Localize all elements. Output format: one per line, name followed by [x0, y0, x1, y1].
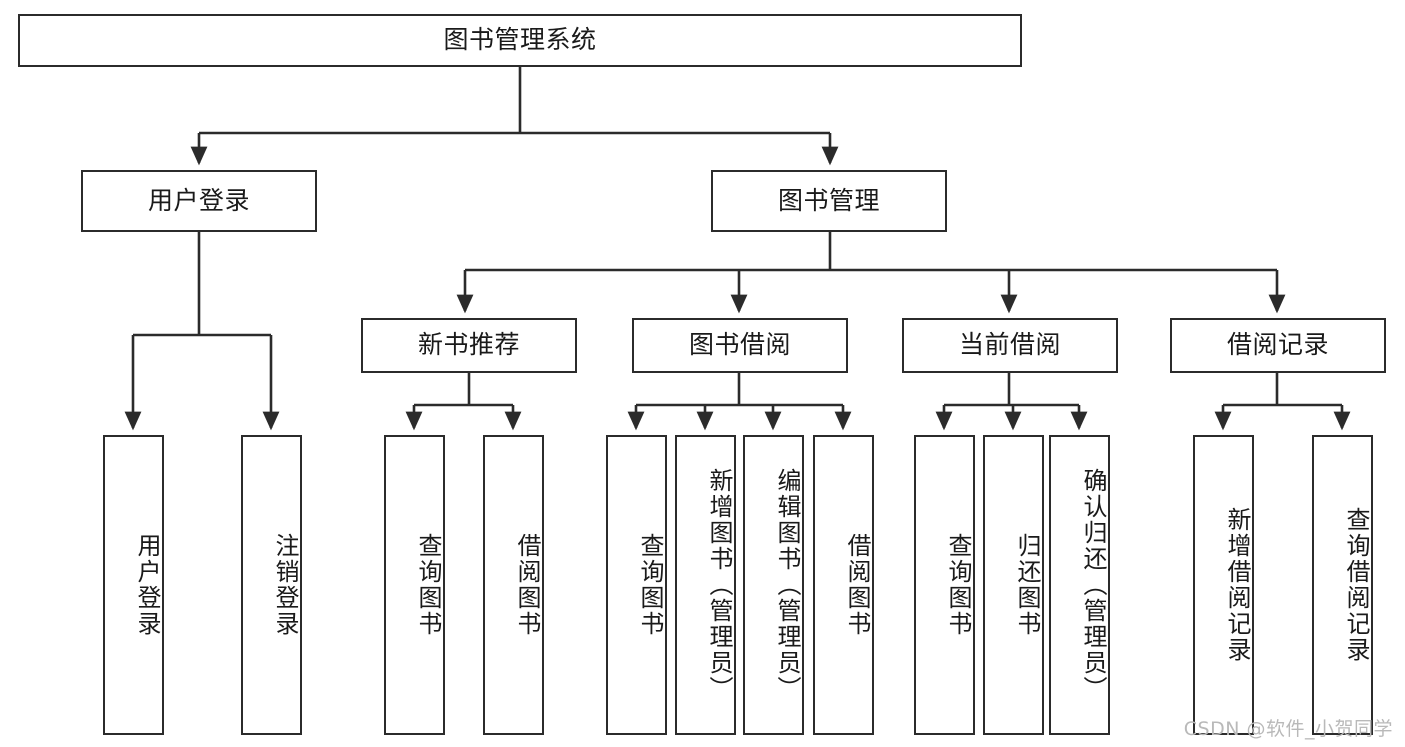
- node-leaf-add-borrow-record[interactable]: 新增借阅记录: [1193, 435, 1254, 735]
- node-label: 借阅图书: [843, 533, 871, 637]
- node-borrow-record[interactable]: 借阅记录: [1170, 318, 1386, 373]
- node-leaf-logout[interactable]: 注销登录: [241, 435, 302, 735]
- node-label: 归还图书: [1013, 533, 1041, 637]
- csdn-watermark: CSDN @软件_小贺同学: [1183, 718, 1393, 740]
- node-leaf-edit-book-admin[interactable]: 编辑图书（管理员）: [743, 435, 804, 735]
- node-label: 新增图书（管理员）: [705, 468, 733, 702]
- node-label: 新书推荐: [417, 330, 520, 360]
- node-label: 查询图书: [944, 533, 972, 637]
- node-leaf-confirm-return-admin[interactable]: 确认归还（管理员）: [1049, 435, 1110, 735]
- node-leaf-query-book-recommend[interactable]: 查询图书: [384, 435, 445, 735]
- node-new-book-recommend[interactable]: 新书推荐: [361, 318, 577, 373]
- node-label: 查询图书: [636, 533, 664, 637]
- node-label: 用户登录: [147, 185, 250, 215]
- node-label: 图书管理: [777, 185, 880, 215]
- node-label: 查询借阅记录: [1342, 507, 1370, 663]
- node-label: 新增借阅记录: [1223, 507, 1251, 663]
- node-leaf-query-book-borrow[interactable]: 查询图书: [606, 435, 667, 735]
- node-label: 当前借阅: [958, 330, 1061, 360]
- node-label: 编辑图书（管理员）: [773, 468, 801, 702]
- node-label: 借阅记录: [1226, 330, 1329, 360]
- node-label: 注销登录: [271, 533, 299, 637]
- node-current-borrow[interactable]: 当前借阅: [902, 318, 1118, 373]
- node-leaf-user-login[interactable]: 用户登录: [103, 435, 164, 735]
- node-label: 查询图书: [414, 533, 442, 637]
- node-leaf-borrow-book[interactable]: 借阅图书: [813, 435, 874, 735]
- node-leaf-query-book-current[interactable]: 查询图书: [914, 435, 975, 735]
- node-book-borrow[interactable]: 图书借阅: [632, 318, 848, 373]
- node-label: 确认归还（管理员）: [1079, 468, 1107, 702]
- node-label: 借阅图书: [513, 533, 541, 637]
- node-leaf-return-book[interactable]: 归还图书: [983, 435, 1044, 735]
- node-book-management[interactable]: 图书管理: [711, 170, 947, 232]
- node-label: 图书借阅: [688, 330, 791, 360]
- node-leaf-add-book-admin[interactable]: 新增图书（管理员）: [675, 435, 736, 735]
- node-leaf-query-borrow-record[interactable]: 查询借阅记录: [1312, 435, 1373, 735]
- node-label: 用户登录: [133, 533, 161, 637]
- node-root-system[interactable]: 图书管理系统: [18, 14, 1022, 67]
- node-label: 图书管理系统: [443, 25, 597, 55]
- node-leaf-borrow-book-recommend[interactable]: 借阅图书: [483, 435, 544, 735]
- node-user-login[interactable]: 用户登录: [81, 170, 317, 232]
